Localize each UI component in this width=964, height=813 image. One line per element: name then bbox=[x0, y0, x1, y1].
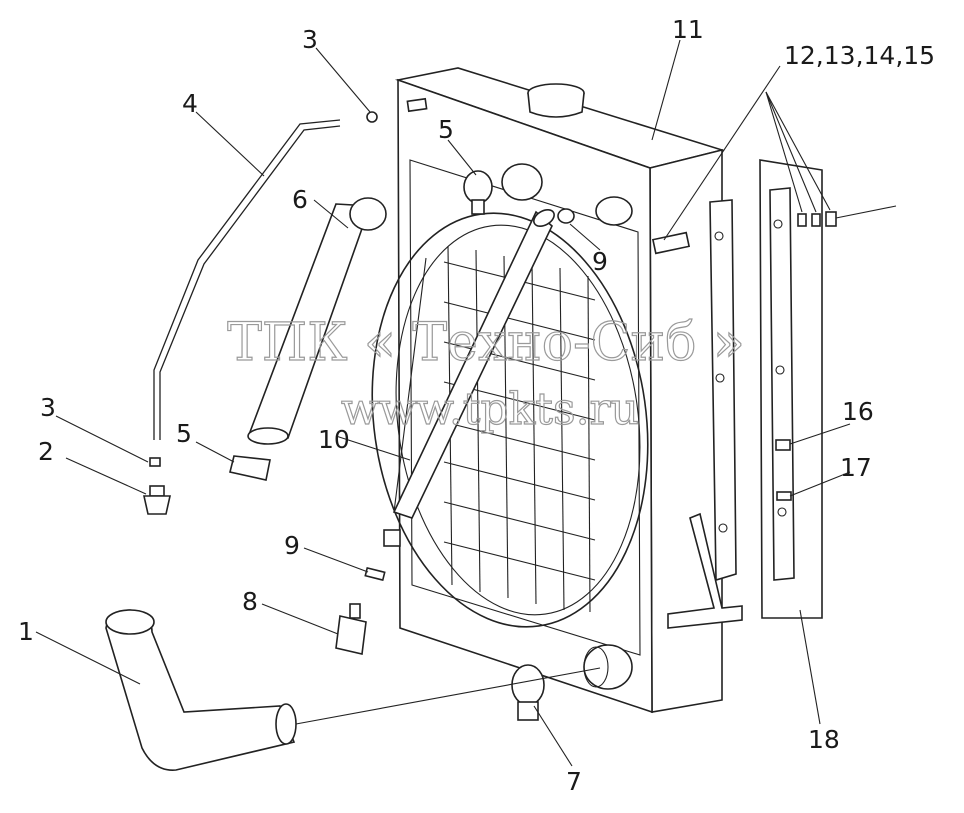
callout-18: 18 bbox=[808, 725, 840, 754]
callout-1: 1 bbox=[18, 617, 34, 646]
radiator-assembly bbox=[394, 67, 725, 714]
callout-2: 2 bbox=[38, 437, 54, 466]
callout-12-15: 12,13,14,15 bbox=[784, 41, 935, 70]
callout-5-top: 5 bbox=[438, 115, 454, 144]
callout-17: 17 bbox=[840, 453, 872, 482]
lower-hose-1 bbox=[105, 609, 297, 771]
clip-9 bbox=[364, 529, 401, 582]
clamp-7 bbox=[511, 664, 545, 721]
tube-4 bbox=[153, 119, 341, 440]
callout-5-left: 5 bbox=[176, 419, 192, 448]
upper-fittings bbox=[406, 97, 691, 255]
callout-16: 16 bbox=[842, 397, 874, 426]
nut-3 bbox=[149, 111, 378, 467]
callout-9-top: 9 bbox=[592, 247, 608, 276]
fitting-2 bbox=[143, 485, 171, 515]
upper-hose bbox=[392, 209, 555, 519]
side-brackets bbox=[667, 159, 823, 629]
fitting-8 bbox=[335, 603, 367, 655]
hose-5-left bbox=[229, 455, 271, 481]
callout-9-left: 9 bbox=[284, 531, 300, 560]
bolts-12-15 bbox=[797, 211, 837, 227]
callout-11: 11 bbox=[672, 15, 704, 44]
watermark-company: ТПК « Техно-Сиб » bbox=[227, 313, 745, 373]
callout-8: 8 bbox=[242, 587, 258, 616]
callout-3-top: 3 bbox=[302, 25, 318, 54]
callout-4: 4 bbox=[182, 89, 198, 118]
pipe-6 bbox=[247, 197, 387, 445]
callout-3-left: 3 bbox=[40, 393, 56, 422]
radiator-core-grid bbox=[443, 245, 596, 613]
callout-7: 7 bbox=[566, 767, 582, 796]
leader-lines bbox=[35, 39, 897, 767]
callout-10: 10 bbox=[318, 425, 350, 454]
watermark-url: www.tpkts.ru bbox=[341, 384, 639, 435]
callout-6: 6 bbox=[292, 185, 308, 214]
